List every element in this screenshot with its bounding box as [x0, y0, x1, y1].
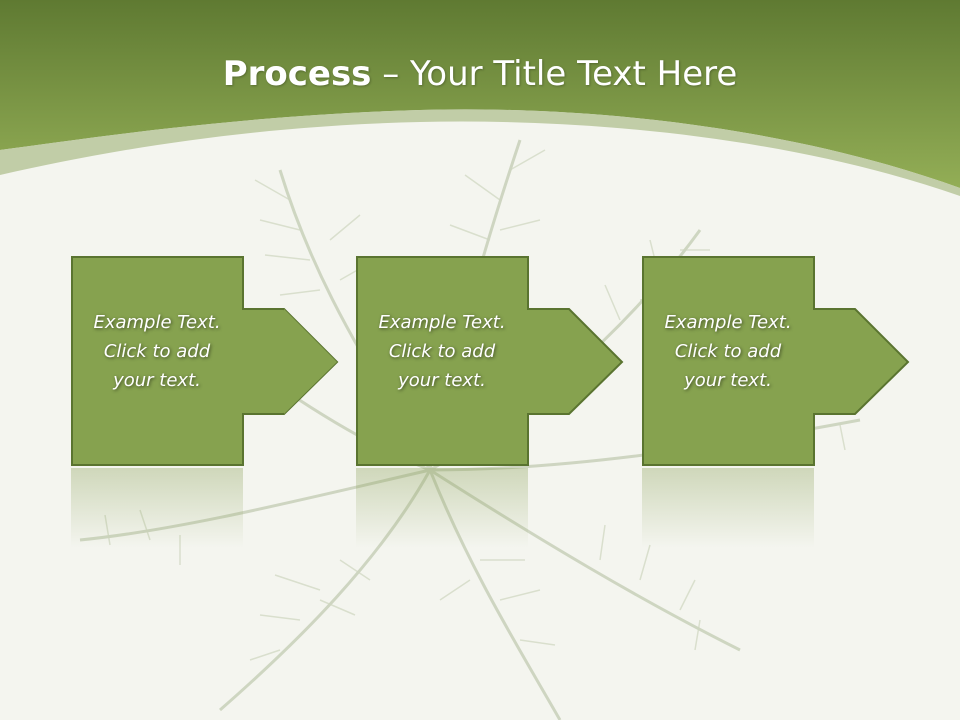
step-text-line-3: your text.: [113, 370, 201, 391]
step-text-line-2: Click to add: [388, 341, 496, 362]
process-step-1[interactable]: Example Text. Click to add your text.: [71, 256, 411, 466]
step-arrow-shape: [356, 256, 624, 466]
step-text-line-1: Example Text.: [93, 312, 221, 333]
title-rest: – Your Title Text Here: [371, 54, 738, 94]
step-text-line-1: Example Text.: [664, 312, 792, 333]
slide-title[interactable]: Process – Your Title Text Here: [0, 52, 960, 96]
step-arrow-shape: [71, 256, 339, 466]
step-reflection-2: [356, 468, 528, 548]
title-bold: Process: [222, 54, 372, 94]
step-arrow-shape: [642, 256, 910, 466]
header-band: [0, 0, 960, 188]
step-text-line-1: Example Text.: [378, 312, 506, 333]
step-text-line-2: Click to add: [103, 341, 211, 362]
step-text-line-2: Click to add: [674, 341, 782, 362]
step-reflection-1: [71, 468, 243, 548]
step-text[interactable]: Example Text. Click to add your text.: [71, 308, 243, 395]
header-swoosh: [0, 109, 960, 196]
step-reflection-3: [642, 468, 814, 548]
step-text-line-3: your text.: [684, 370, 772, 391]
step-text-line-3: your text.: [398, 370, 486, 391]
step-text[interactable]: Example Text. Click to add your text.: [642, 308, 814, 395]
process-step-3[interactable]: Example Text. Click to add your text.: [642, 256, 960, 466]
process-step-2[interactable]: Example Text. Click to add your text.: [356, 256, 696, 466]
step-text[interactable]: Example Text. Click to add your text.: [356, 308, 528, 395]
